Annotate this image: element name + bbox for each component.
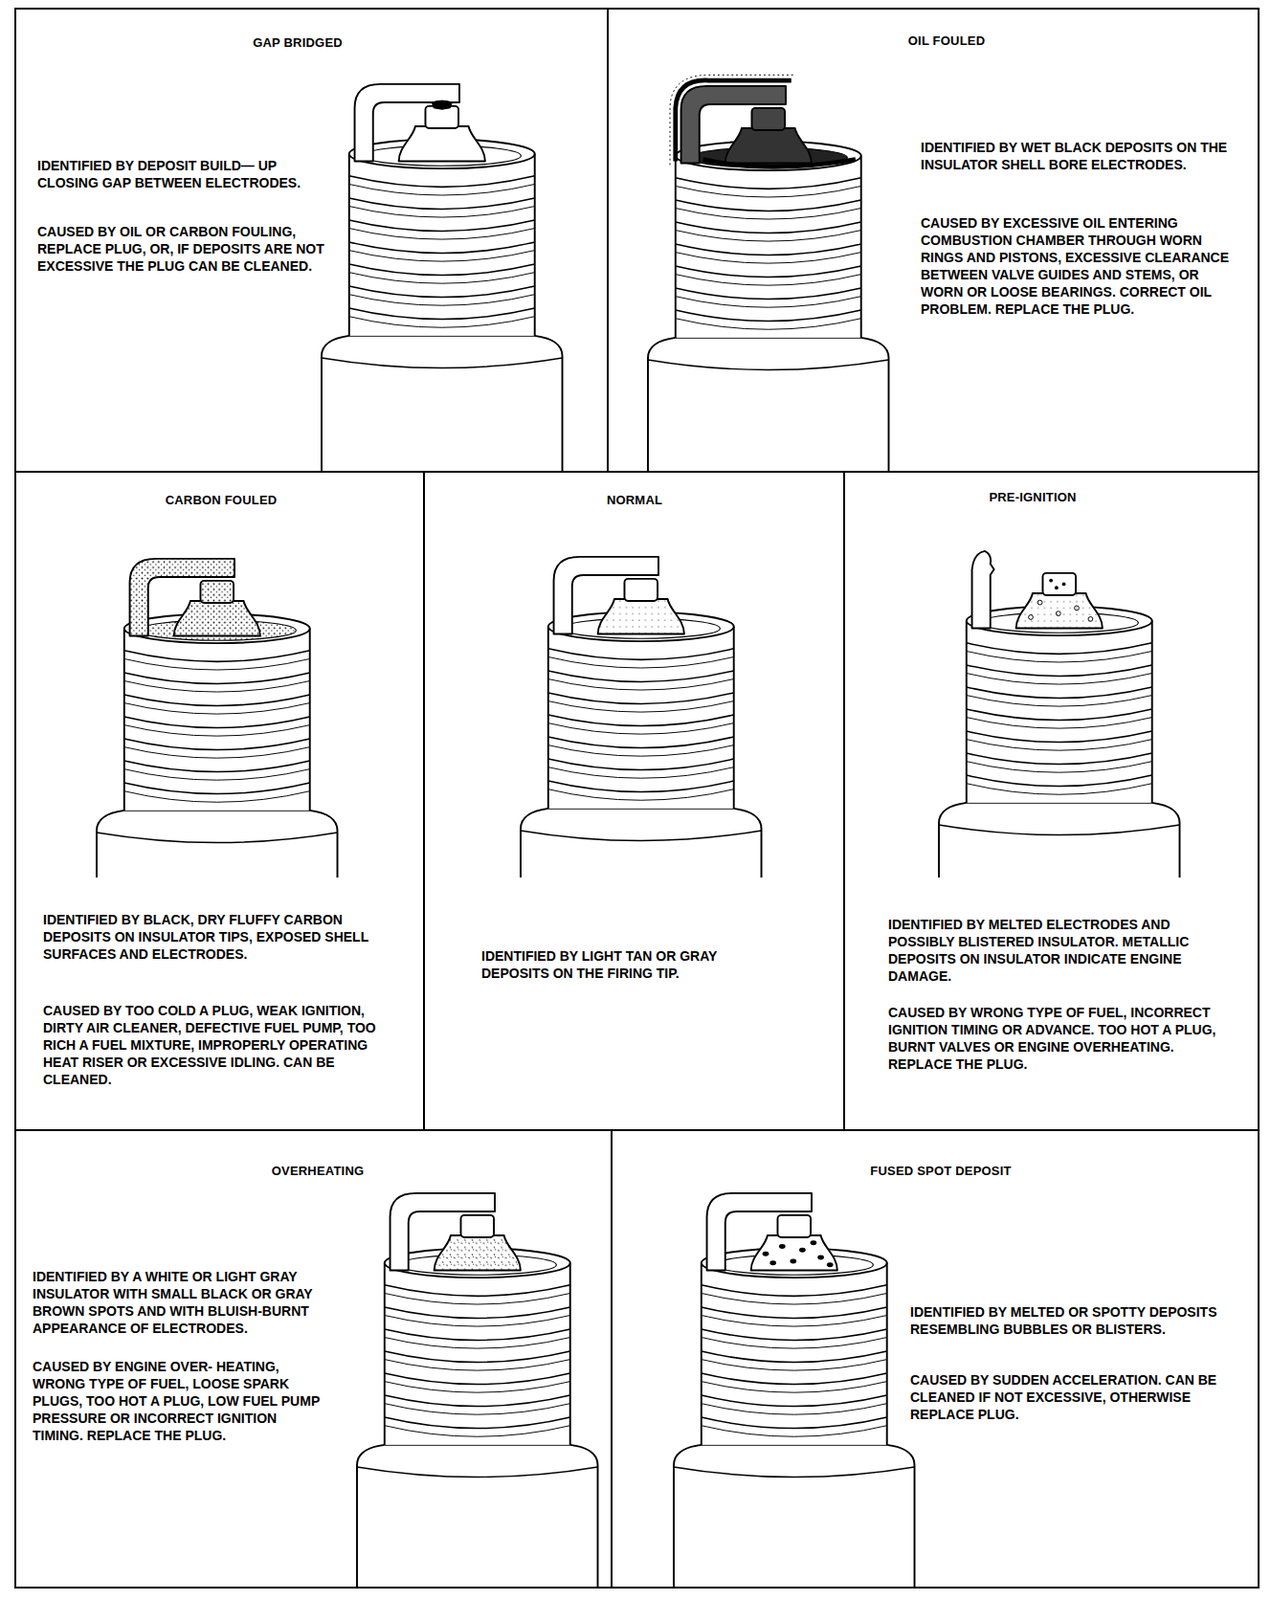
- panel-text: CAUSED BY OIL OR CARBON FOULING, REPLACE…: [37, 222, 330, 275]
- panel-heading: FUSED SPOT DEPOSIT: [869, 1163, 1011, 1179]
- panel-heading: CARBON FOULED: [165, 492, 278, 508]
- spark-plug-panel: PRE-IGNITION IDENTIFIED BY MELTED ELECTRO…: [843, 470, 1260, 1132]
- panel-text: IDENTIFIED BY WET BLACK DEPOSITS ON THE …: [920, 138, 1237, 174]
- panel-heading: PRE-IGNITION: [988, 490, 1076, 505]
- spark-plug-illustration: [673, 1193, 915, 1587]
- spark-plug-panel: OIL FOULED IDENTIFIED BY WET BLACK DEPOSI…: [606, 7, 1260, 473]
- spark-plug-illustration: [96, 558, 338, 878]
- panel-text: IDENTIFIED BY MELTED OR SPOTTY DEPOSITS …: [910, 1303, 1236, 1338]
- panel-text: CAUSED BY SUDDEN ACCELERATION. CAN BE CL…: [910, 1371, 1236, 1424]
- spark-plug-illustration: [520, 557, 762, 878]
- panel-text: CAUSED BY TOO COLD A PLUG, WEAK IGNITION…: [43, 1002, 388, 1089]
- spark-plug-illustration: [647, 74, 890, 473]
- spark-plug-illustration: [321, 84, 563, 473]
- spark-plug-illustration: [938, 551, 1181, 878]
- panel-heading: OIL FOULED: [908, 33, 985, 48]
- panel-text: CAUSED BY WRONG TYPE OF FUEL, INCORRECT …: [888, 1003, 1235, 1073]
- spark-plug-panel: OVERHEATING IDENTIFIED BY A WHITE OR LIGH…: [14, 1129, 613, 1589]
- spark-plug-panel: FUSED SPOT DEPOSIT IDENTIFIED BY MELTED O…: [610, 1129, 1260, 1589]
- panel-text: IDENTIFIED BY DEPOSIT BUILD— UP CLOSING …: [37, 156, 330, 192]
- panel-text: CAUSED BY EXCESSIVE OIL ENTERING COMBUST…: [920, 214, 1237, 318]
- panel-heading: OVERHEATING: [271, 1163, 365, 1179]
- panel-text: IDENTIFIED BY LIGHT TAN OR GRAY DEPOSITS…: [481, 947, 774, 982]
- panel-text: IDENTIFIED BY MELTED ELECTRODES AND POSS…: [888, 915, 1235, 985]
- panel-text: IDENTIFIED BY A WHITE OR LIGHT GRAY INSU…: [32, 1268, 325, 1338]
- panel-heading: NORMAL: [606, 492, 663, 508]
- panel-text: CAUSED BY ENGINE OVER- HEATING, WRONG TY…: [32, 1358, 325, 1445]
- panel-text: IDENTIFIED BY BLACK, DRY FLUFFY CARBON D…: [43, 911, 388, 963]
- spark-plug-panel: CARBON FOULED IDENTIFIED BY BLACK, DRY FL…: [14, 470, 425, 1132]
- panel-heading: GAP BRIDGED: [252, 35, 343, 50]
- spark-plug-panel: NORMAL IDENTIFIED BY LIGHT TAN OR GRAY DE…: [423, 470, 846, 1132]
- spark-plug-panel: GAP BRIDGED IDENTIFIED BY DEPOSIT BUILD— …: [14, 7, 609, 473]
- spark-plug-illustration: [356, 1193, 599, 1587]
